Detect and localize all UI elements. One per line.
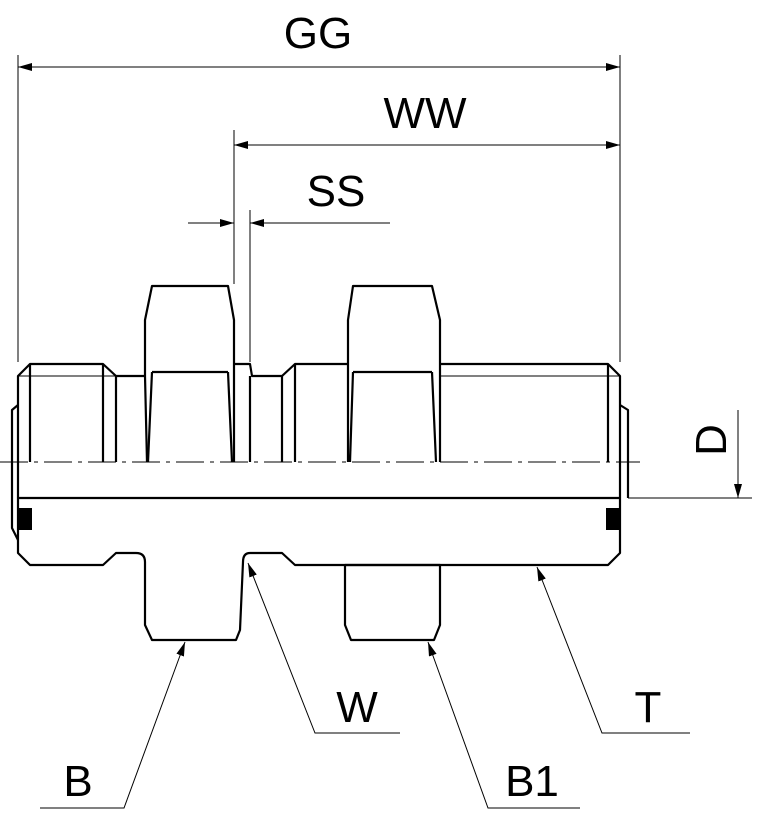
w-label: W (336, 683, 378, 732)
leaders: B W B1 T (40, 562, 690, 809)
right-seal-ring (606, 508, 620, 530)
ss-label: SS (307, 167, 366, 216)
ww-label: WW (383, 89, 467, 138)
left-seal-ring (18, 508, 32, 530)
d-label: D (687, 424, 736, 456)
gg-label: GG (284, 9, 352, 58)
body-section (16, 496, 622, 642)
body-exterior (0, 284, 640, 541)
b1-label: B1 (505, 757, 559, 806)
dimensions: GG WW SS D (17, 9, 752, 499)
locknut-section (343, 563, 442, 642)
t-label: T (635, 683, 662, 732)
b-label: B (63, 757, 92, 806)
